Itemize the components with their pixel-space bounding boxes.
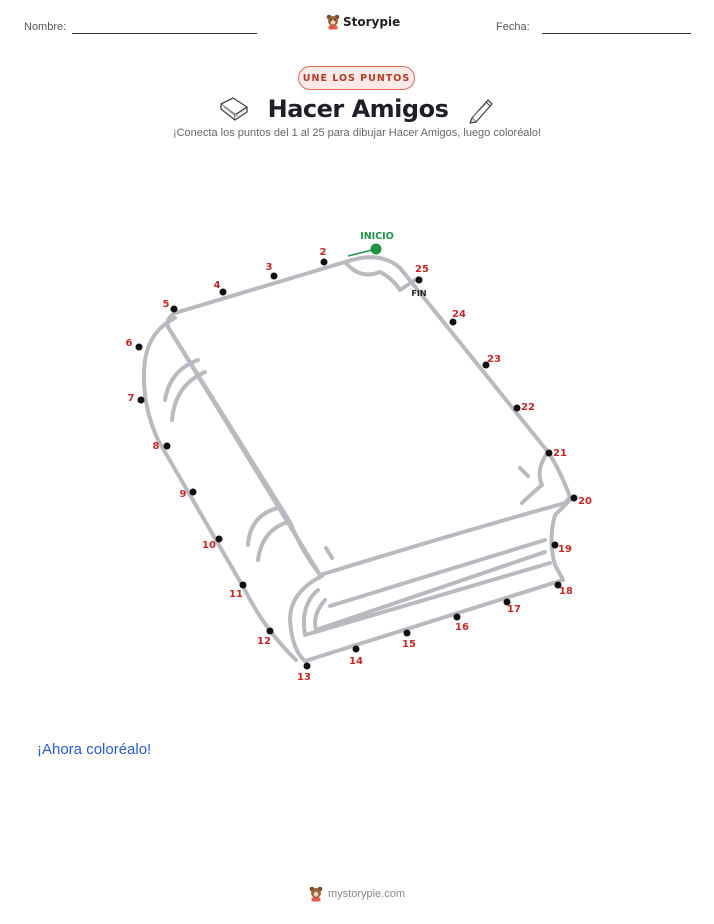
dot-number: 22: [521, 402, 535, 413]
dot-9[interactable]: [189, 488, 197, 496]
dot-11[interactable]: [239, 581, 247, 589]
dot-24[interactable]: [449, 318, 457, 326]
dot-number: 23: [487, 354, 501, 365]
dot-5[interactable]: [170, 305, 178, 313]
dot-number: 7: [128, 393, 135, 404]
title-row: Hacer Amigos: [0, 92, 714, 126]
dot-7[interactable]: [137, 396, 145, 404]
brand-logo: Storypie: [326, 14, 400, 30]
dot-25[interactable]: [415, 276, 423, 284]
dot-number: 10: [202, 540, 216, 551]
book-icon: [219, 97, 248, 121]
bear-mascot-icon: [326, 14, 340, 30]
dot-number: 2: [320, 247, 327, 258]
activity-badge: UNE LOS PUNTOS: [298, 66, 415, 90]
footer-url[interactable]: mystorypie.com: [327, 888, 406, 900]
dot-8[interactable]: [163, 442, 171, 450]
date-label: Fecha:: [496, 21, 530, 33]
name-label: Nombre:: [24, 21, 67, 33]
dots-group: [135, 243, 578, 670]
color-prompt: ¡Ahora coloréalo!: [37, 741, 152, 758]
dot-13[interactable]: [303, 662, 311, 670]
dot-number: 19: [558, 544, 572, 555]
dot-3[interactable]: [270, 272, 278, 280]
brand-name: Storypie: [343, 15, 401, 29]
dot-number: 9: [180, 489, 187, 500]
dot-6[interactable]: [135, 343, 143, 351]
dot-4[interactable]: [219, 288, 227, 296]
dot-number: 20: [578, 496, 592, 507]
bear-mascot-icon: [309, 886, 323, 902]
dot-number: 16: [455, 622, 469, 633]
dot-19[interactable]: [551, 541, 559, 549]
instructions: ¡Conecta los puntos del 1 al 25 para dib…: [172, 127, 542, 139]
dot-14[interactable]: [352, 645, 360, 653]
dot-number: 12: [257, 636, 271, 647]
dot-2[interactable]: [320, 258, 328, 266]
dot-labels: INICIO FIN 2 3 4 5 6 7 8 9 10 11 12 13 1…: [126, 231, 592, 683]
dot-12[interactable]: [266, 627, 274, 635]
dot-number: 13: [297, 672, 311, 683]
dot-20[interactable]: [570, 494, 578, 502]
dot-number: 11: [229, 589, 243, 600]
dot-number: 18: [559, 586, 573, 597]
dot-number: 6: [126, 338, 133, 349]
pencil-icon: [469, 99, 494, 124]
dot-number: 24: [452, 309, 466, 320]
dot-23[interactable]: [482, 361, 490, 369]
end-label: FIN: [411, 289, 426, 298]
name-line[interactable]: [72, 33, 257, 34]
dot-17[interactable]: [503, 598, 511, 606]
page-title: Hacer Amigos: [267, 95, 449, 123]
dot-number: 3: [266, 262, 273, 273]
dot-10[interactable]: [215, 535, 223, 543]
dot-number: 14: [349, 656, 363, 667]
dot-15[interactable]: [403, 629, 411, 637]
dot-18[interactable]: [554, 581, 562, 589]
start-label: INICIO: [360, 231, 394, 242]
dot-number: 21: [553, 448, 567, 459]
dot-number: 15: [402, 639, 416, 650]
dot-21[interactable]: [545, 449, 553, 457]
dot-number: 17: [507, 604, 521, 615]
dot-number: 4: [214, 280, 221, 291]
dot-number: 8: [153, 441, 160, 452]
dot-22[interactable]: [513, 404, 521, 412]
dot-number: 25: [415, 264, 429, 275]
dot-number: 5: [163, 299, 170, 310]
footer: mystorypie.com: [0, 886, 714, 902]
dot-16[interactable]: [453, 613, 461, 621]
start-dot[interactable]: [370, 243, 382, 255]
date-line[interactable]: [542, 33, 691, 34]
